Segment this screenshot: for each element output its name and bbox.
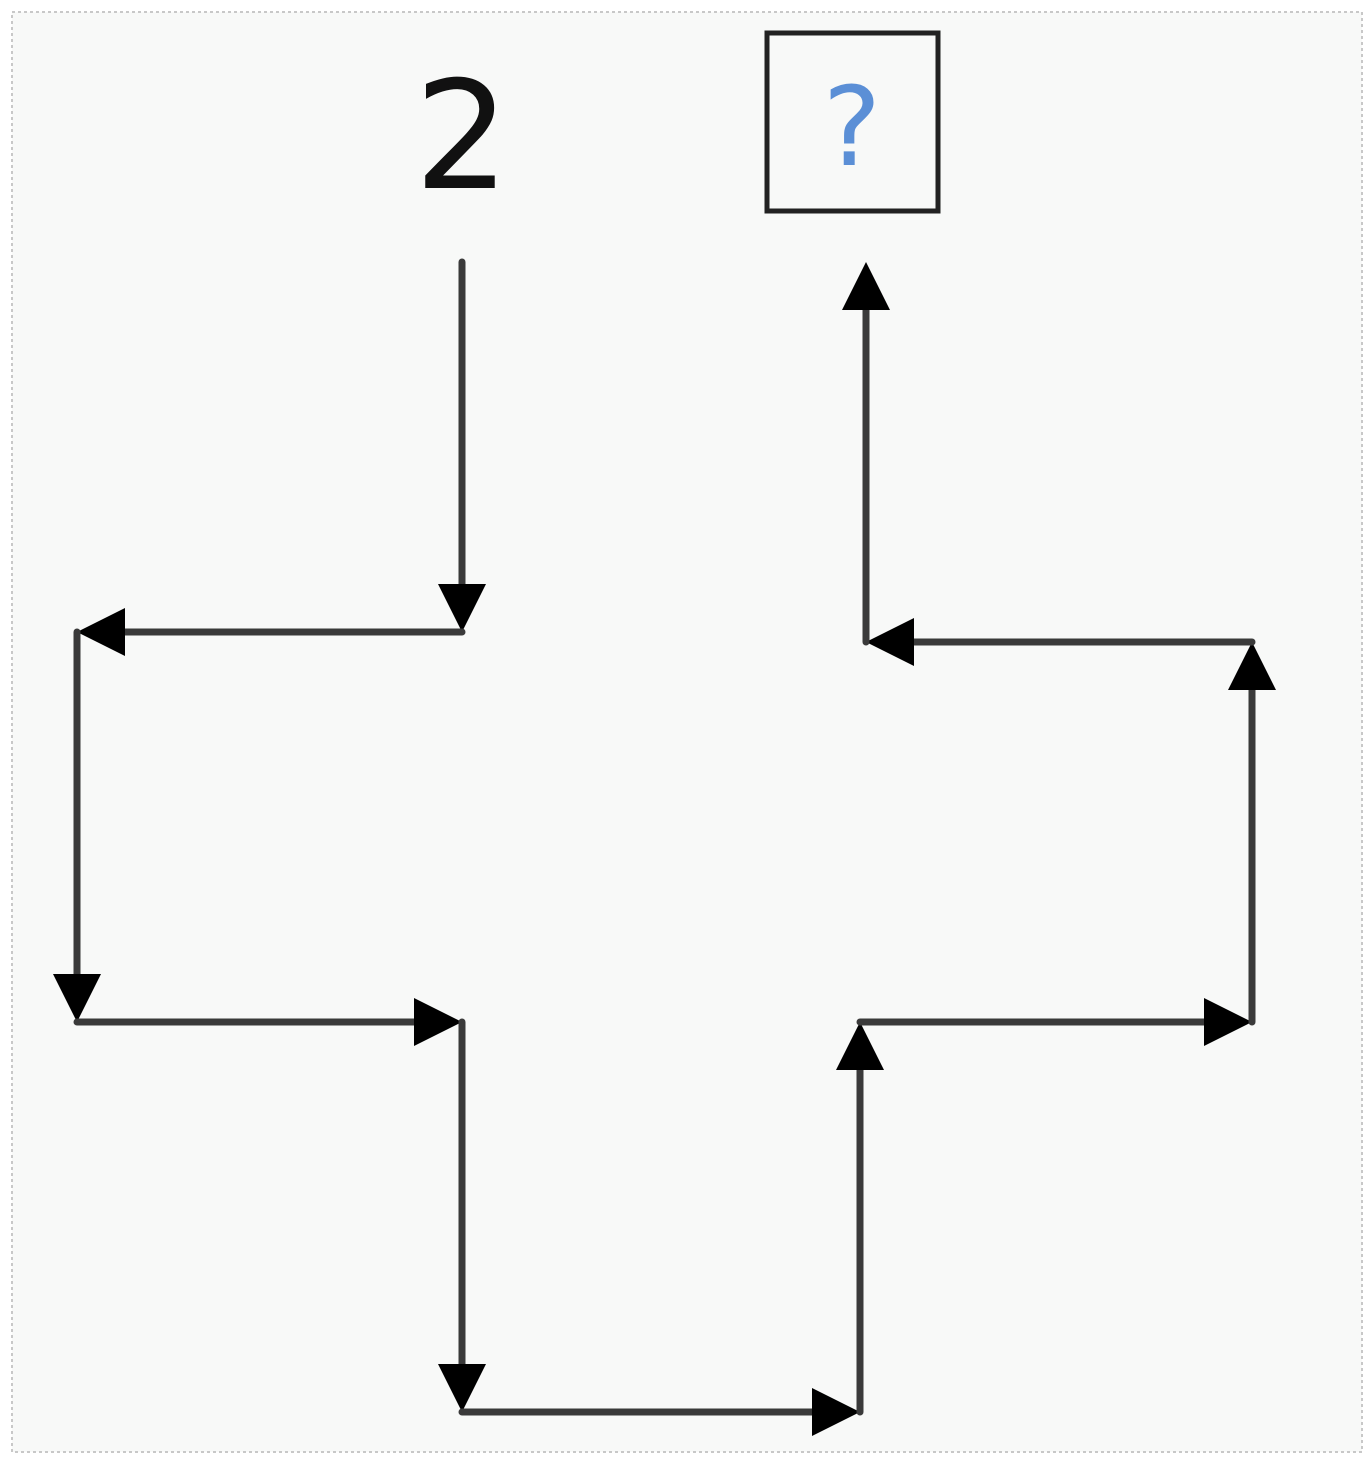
- arrowhead-10: [866, 618, 914, 666]
- answer-placeholder-mark: ?: [823, 63, 881, 191]
- arrowhead-9: [1228, 642, 1276, 690]
- arrowhead-4: [414, 998, 462, 1046]
- start-number-label: 2: [414, 50, 509, 224]
- arrow-path: [53, 258, 1276, 1436]
- arrowhead-5: [438, 1364, 486, 1412]
- arrowhead-6: [812, 1388, 860, 1436]
- arrowhead-7: [836, 1022, 884, 1070]
- arrowhead-2: [77, 608, 125, 656]
- arrowhead-8: [1204, 998, 1252, 1046]
- answer-box-frame: [764, 30, 941, 214]
- diagram-background: [11, 11, 1363, 1453]
- arrowhead-1: [438, 584, 486, 632]
- arrowhead-11: [842, 262, 890, 310]
- answer-box[interactable]: ?: [764, 30, 941, 214]
- arrowhead-3: [53, 974, 101, 1022]
